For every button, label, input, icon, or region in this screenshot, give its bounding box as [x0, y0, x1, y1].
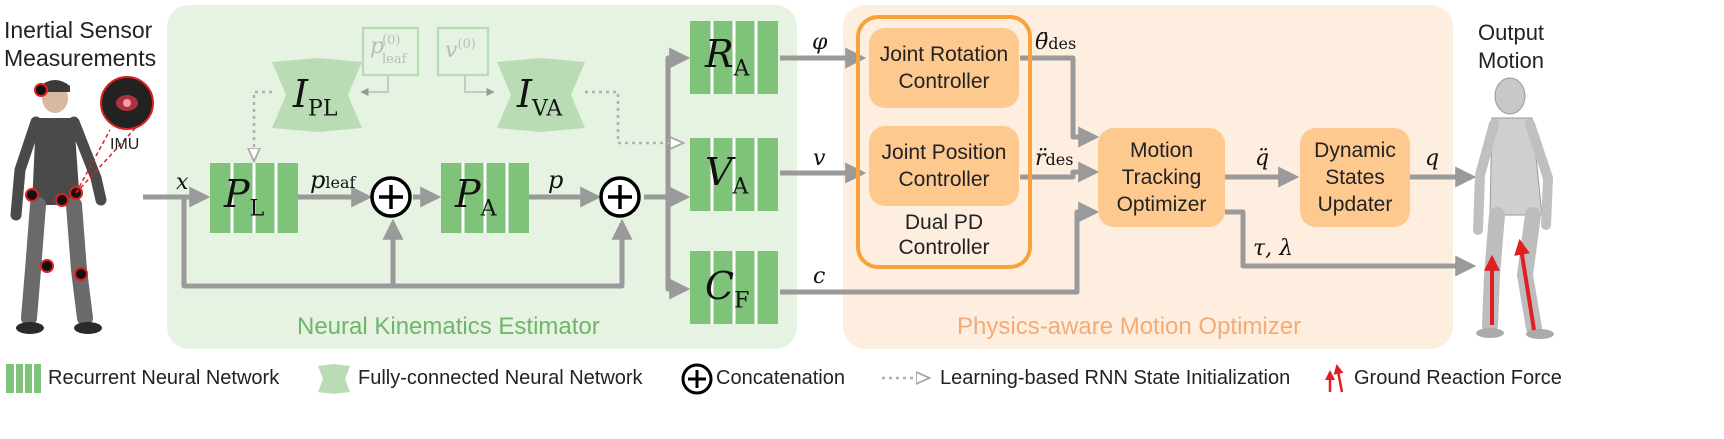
legend-rnn-label: Recurrent Neural Network — [48, 367, 280, 389]
legend-fc-icon — [318, 364, 350, 394]
v0-label: v(0) — [445, 37, 476, 63]
arrow-v0-to-IVA — [464, 75, 495, 97]
net-label-PA: PA — [455, 172, 497, 222]
fc-block-IPL — [272, 58, 362, 132]
input-human-figure — [10, 76, 154, 334]
arrow-theta-des — [1020, 55, 1100, 148]
concat-node-2 — [599, 176, 641, 218]
net-label-PL: PL — [224, 172, 265, 222]
signal-p: p — [548, 166, 564, 194]
dual-pd-controller-border — [856, 15, 1032, 269]
legend-grf-icon — [1325, 364, 1344, 393]
arrow-x-bypass-loop — [181, 197, 633, 289]
net-label-RA: RA — [705, 32, 750, 82]
signal-p-leaf: pleaf — [310, 166, 356, 194]
init-arrow-IVA-to-VA — [585, 90, 682, 143]
net-label-IVA: IVA — [517, 72, 563, 122]
rnn-block-VA — [690, 138, 778, 211]
output-human-figure — [1473, 77, 1554, 339]
legend-rnn-icon — [6, 364, 41, 393]
legend-fc-label: Fully-connected Neural Network — [358, 367, 643, 389]
grf-arrow-right — [1514, 238, 1536, 331]
arrow-concat2-to-RA — [644, 47, 691, 200]
arrow-c — [780, 201, 1100, 295]
v0-box — [436, 26, 490, 77]
arrow-tau-lambda — [1225, 209, 1477, 277]
legend-grf-label: Ground Reaction Force — [1354, 367, 1562, 389]
joint-position-controller: Joint Position Controller — [869, 126, 1019, 206]
signal-tau-lambda: τ, λ — [1253, 236, 1294, 261]
p-leaf0-box — [361, 26, 420, 77]
net-label-VA: VA — [705, 150, 749, 200]
dual-pd-controller-label: Dual PD Controller — [898, 211, 990, 259]
rnn-block-CF — [690, 251, 778, 324]
joint-rotation-controller: Joint Rotation Controller — [869, 28, 1019, 108]
rnn-block-PA — [441, 163, 529, 233]
fc-block-IVA — [497, 58, 585, 132]
signal-r-des: r̈des — [1035, 146, 1074, 171]
dynamic-states-updater: Dynamic States Updater — [1300, 128, 1410, 227]
signal-q-ddot: q̈ — [1255, 146, 1270, 171]
arrow-r-des — [1020, 161, 1100, 183]
signal-q: q — [1425, 146, 1440, 171]
legend-concat-label: Concatenation — [716, 367, 845, 389]
input-title-line1: Inertial Sensor — [4, 17, 153, 43]
output-title-line2: Motion — [1478, 48, 1545, 73]
signal-phi: φ — [812, 30, 828, 55]
rnn-block-RA — [690, 21, 778, 94]
arrow-concat2-to-CF — [665, 197, 691, 300]
concat-node-1 — [370, 176, 412, 218]
motion-tracking-optimizer: Motion Tracking Optimizer — [1098, 128, 1225, 227]
nke-panel-label: Neural Kinematics Estimator — [297, 313, 600, 340]
net-label-IPL: IPL — [293, 72, 338, 122]
pmo-panel-label: Physics-aware Motion Optimizer — [957, 313, 1302, 340]
signal-v: v — [813, 146, 826, 171]
signal-c: c — [813, 264, 826, 289]
init-arrow-IPL-to-PL — [254, 90, 272, 160]
legend-concat-icon — [681, 363, 713, 395]
imu-label: IMU — [110, 136, 140, 153]
legend-init-label: Learning-based RNN State Initialization — [940, 367, 1291, 389]
signal-x: x — [176, 170, 189, 195]
net-label-CF: CF — [705, 264, 750, 314]
arrow-pleaf0-to-IPL — [360, 75, 389, 97]
p-leaf0-label: p(0) — [370, 33, 401, 59]
signal-theta-des: θ̈des — [1035, 30, 1077, 55]
output-title-line1: Output — [1478, 20, 1545, 45]
p-leaf0-sub: leaf — [382, 52, 407, 67]
rnn-block-PL — [210, 163, 298, 233]
input-title-line2: Measurements — [4, 45, 157, 71]
